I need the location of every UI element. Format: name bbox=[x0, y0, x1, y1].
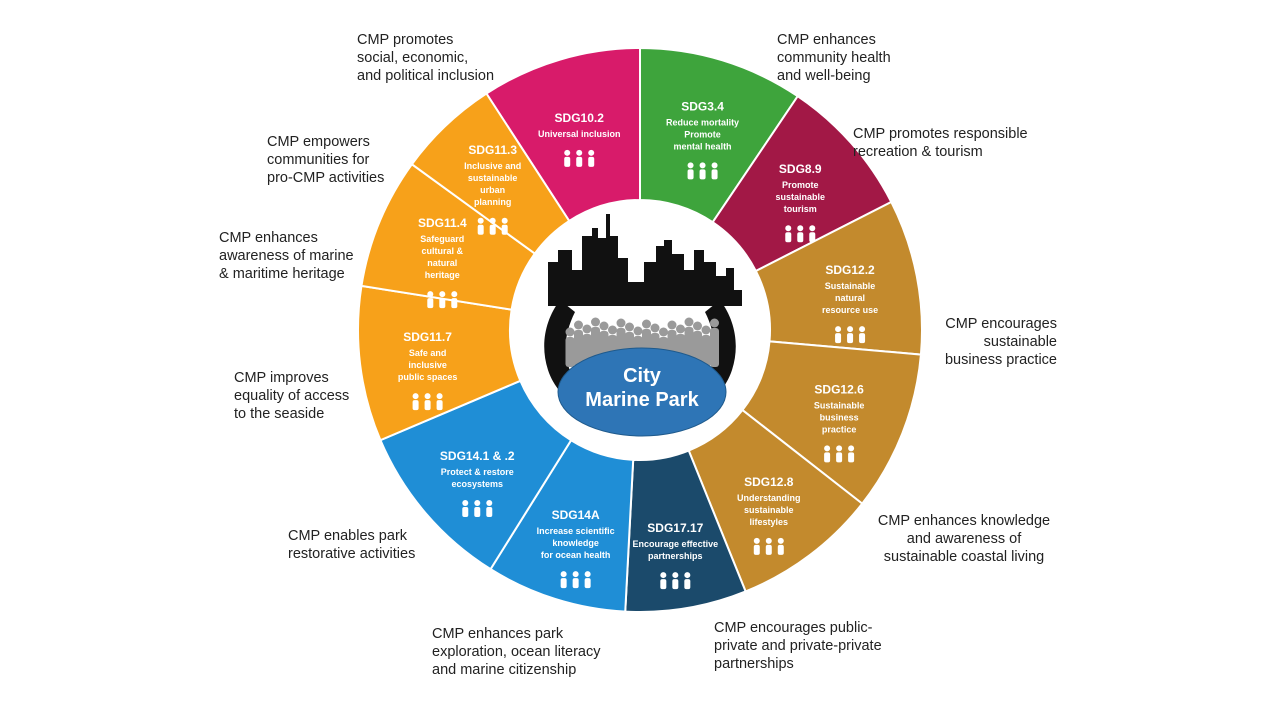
segment-description-line: Understanding bbox=[737, 493, 801, 503]
segment-description-line: planning bbox=[474, 197, 512, 207]
fish-icon bbox=[462, 499, 493, 517]
segment-description-line: Sustainable bbox=[825, 281, 876, 291]
segment-code: SDG3.4 bbox=[681, 99, 724, 113]
label-sdg17-17: CMP encourages public- private and priva… bbox=[714, 620, 882, 672]
label-sdg14-1: CMP enables park restorative activities bbox=[288, 528, 416, 562]
heritage-icon bbox=[427, 291, 458, 309]
center-title-line2: Marine Park bbox=[585, 389, 699, 411]
segment-code: SDG11.4 bbox=[418, 216, 467, 230]
segment-description-line: natural bbox=[835, 293, 865, 303]
segment-code: SDG11.3 bbox=[468, 143, 517, 157]
segment-description-line: mental health bbox=[674, 141, 732, 151]
segment-description-line: urban bbox=[480, 185, 505, 195]
segment-description-line: sustainable bbox=[468, 173, 518, 183]
business-doc-icon bbox=[824, 445, 855, 463]
city-icon bbox=[477, 217, 508, 235]
segment-description-line: natural bbox=[427, 258, 457, 268]
label-sdg10-2: CMP promotes social, economic, and polit… bbox=[357, 32, 495, 84]
segment-description-line: Safe and bbox=[409, 348, 447, 358]
park-ellipse bbox=[557, 347, 727, 437]
segment-description-line: Encourage effective bbox=[633, 539, 719, 549]
center-emblem: City Marine Park bbox=[512, 202, 768, 458]
park-bench-icon bbox=[412, 393, 443, 411]
segment-description-line: Inclusive and bbox=[464, 161, 521, 171]
health-icon bbox=[687, 162, 718, 180]
segment-code: SDG14A bbox=[552, 508, 600, 522]
flask-wave-icon bbox=[560, 571, 591, 589]
segment-description-line: public spaces bbox=[398, 372, 458, 382]
segment-description-line: sustainable bbox=[744, 505, 794, 515]
segment-code: SDG8.9 bbox=[779, 162, 822, 176]
skyline-silhouette bbox=[548, 214, 742, 306]
segment-description-line: heritage bbox=[425, 270, 460, 280]
segment-description-line: Safeguard bbox=[420, 234, 464, 244]
segment-code: SDG11.7 bbox=[403, 330, 452, 344]
label-sdg11-4: CMP enhances awareness of marine & marit… bbox=[219, 230, 354, 282]
tourism-icon bbox=[785, 225, 816, 243]
segment-description-line: resource use bbox=[822, 305, 878, 315]
label-sdg12-8: CMP enhances knowledge and awareness of … bbox=[877, 513, 1051, 565]
segment-text-sdg14-1: SDG14.1 & .2 Protect & restore ecosystems bbox=[440, 449, 515, 517]
label-sdg11-7: CMP improves equality of access to the s… bbox=[234, 370, 350, 422]
segment-sdg11-3 bbox=[410, 92, 571, 255]
label-sdg3-4: CMP enhances community health and well-b… bbox=[777, 32, 891, 84]
segment-description-line: for ocean health bbox=[541, 550, 611, 560]
segment-description-line: Universal inclusion bbox=[538, 129, 621, 139]
segment-description-line: Promote bbox=[684, 129, 721, 139]
center-title-line1: City bbox=[623, 365, 662, 387]
segment-description-line: Protect & restore bbox=[441, 467, 514, 477]
segment-code: SDG14.1 & .2 bbox=[440, 449, 515, 463]
segment-description-line: Promote bbox=[782, 180, 819, 190]
segment-description-line: Reduce mortality bbox=[666, 117, 739, 127]
segment-description-line: Sustainable bbox=[814, 400, 865, 410]
segment-description-line: Increase scientific bbox=[537, 526, 615, 536]
inclusion-icon bbox=[564, 149, 595, 167]
segment-description-line: ecosystems bbox=[451, 479, 503, 489]
segments-group bbox=[357, 46, 923, 613]
label-sdg14a: CMP enhances park exploration, ocean lit… bbox=[432, 626, 601, 678]
segment-code: SDG12.8 bbox=[744, 475, 794, 489]
segment-description-line: business bbox=[820, 412, 859, 422]
segment-description-line: lifestyles bbox=[750, 517, 789, 527]
segment-code: SDG12.2 bbox=[825, 263, 875, 277]
recycle-icon bbox=[835, 326, 866, 344]
label-sdg8-9: CMP promotes responsible recreation & to… bbox=[853, 126, 1028, 160]
label-sdg12-2: CMP encourages sustainable business prac… bbox=[944, 316, 1057, 368]
segment-description-line: practice bbox=[822, 424, 857, 434]
segment-description-line: inclusive bbox=[408, 360, 447, 370]
segment-description-line: partnerships bbox=[648, 551, 703, 561]
segment-code: SDG12.6 bbox=[814, 382, 864, 396]
segment-description-line: tourism bbox=[784, 204, 817, 214]
segment-description-line: knowledge bbox=[552, 538, 599, 548]
segment-text-sdg14a: SDG14A Increase scientific knowledge for oc… bbox=[537, 508, 615, 589]
segment-description-line: sustainable bbox=[776, 192, 826, 202]
segment-code: SDG10.2 bbox=[555, 111, 605, 125]
label-sdg11-3: CMP empowers communities for pro-CMP act… bbox=[267, 134, 385, 186]
handshake-icon bbox=[660, 572, 691, 590]
infinity-people-icon bbox=[753, 537, 784, 555]
segment-code: SDG17.17 bbox=[647, 521, 703, 535]
segment-description-line: cultural & bbox=[422, 246, 464, 256]
